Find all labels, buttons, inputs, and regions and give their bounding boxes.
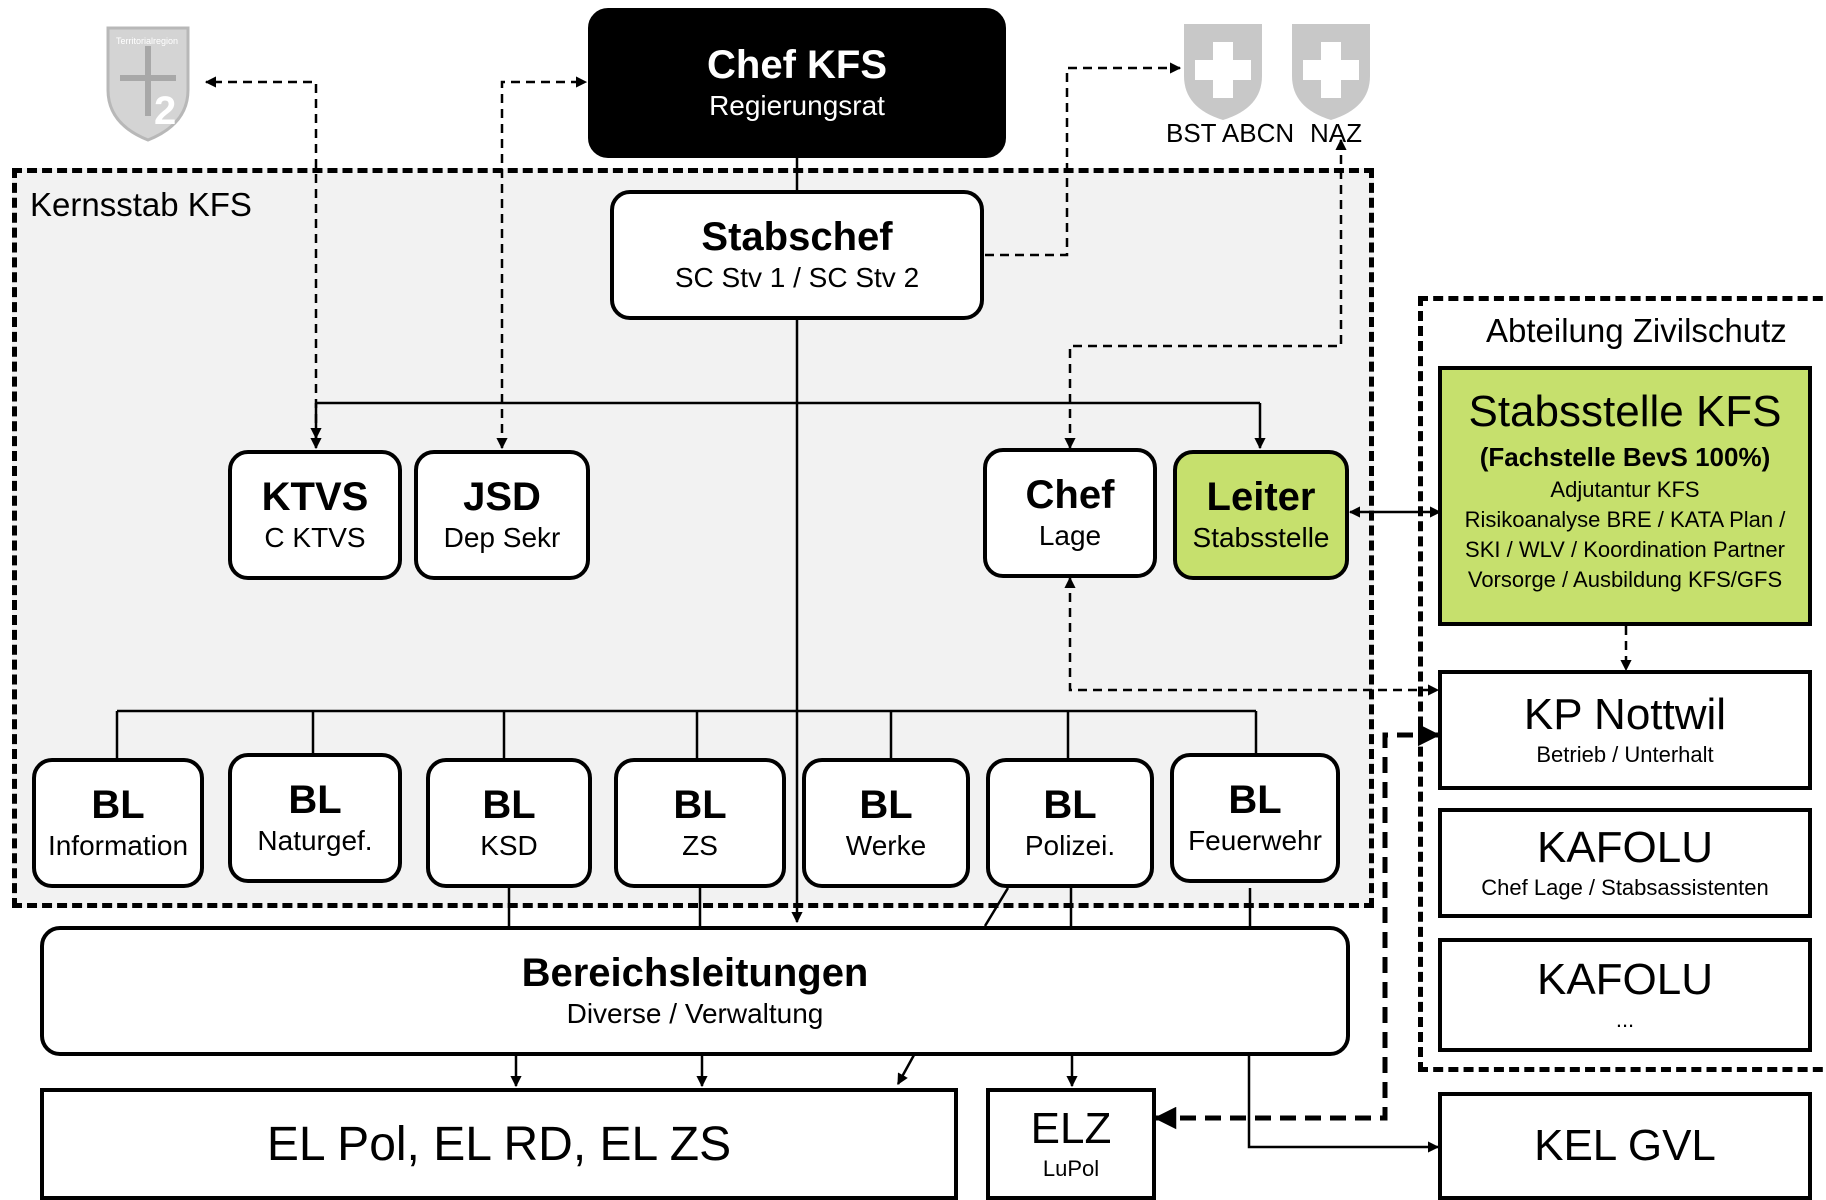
stabsstelle-bold: (Fachstelle BevS 100%) [1479,442,1771,473]
bl-title: BL [91,782,145,827]
stabschef-sub: SC Stv 1 / SC Stv 2 [674,261,920,293]
leiter-title: Leiter [1206,474,1316,519]
jsd-title: JSD [463,474,541,519]
bl-werke-box[interactable]: BL Werke [802,758,970,888]
el-pol-rd-zs-box[interactable]: EL Pol, EL RD, EL ZS [40,1088,958,1200]
bl-sub: Polizei. [1024,829,1116,861]
elz-sub: LuPol [1042,1156,1100,1182]
bereichsleitungen-title: Bereichsleitungen [521,950,869,995]
bl-title: BL [673,782,727,827]
leiter-stabsstelle-box[interactable]: Leiter Stabsstelle [1173,450,1349,580]
bl-sub: ZS [682,829,718,861]
chef-kfs-title: Chef KFS [707,42,887,87]
ktvs-sub: C KTVS [264,521,366,553]
bl-sub: KSD [480,829,538,861]
logo-text: Territorialregion [116,36,178,46]
chef-kfs-sub: Regierungsrat [709,89,885,121]
kafolu-title: KAFOLU [1536,954,1714,1004]
chef-lage-box[interactable]: Chef Lage [983,448,1157,578]
chef-kfs-box[interactable]: Chef KFS Regierungsrat [588,8,1006,158]
bl-title: BL [288,777,342,822]
stabsstelle-line: Risikoanalyse BRE / KATA Plan / [1464,507,1786,533]
kafolu-title: KAFOLU [1536,822,1714,872]
kafolu-other-box[interactable]: KAFOLU ... [1438,938,1812,1052]
ktvs-title: KTVS [261,474,369,519]
stabsstelle-line: SKI / WLV / Koordination Partner [1465,536,1785,562]
kafolu-sub: ... [1615,1007,1635,1033]
leiter-sub: Stabsstelle [1192,521,1330,553]
bl-information-box[interactable]: BL Information [32,758,204,888]
bl-title: BL [1043,782,1097,827]
ktvs-box[interactable]: KTVS C KTVS [228,450,402,580]
bereichsleitungen-sub: Diverse / Verwaltung [566,997,824,1029]
bl-naturgef-box[interactable]: BL Naturgef. [228,753,402,883]
bl-ksd-box[interactable]: BL KSD [426,758,592,888]
swiss-shield-icon [1184,24,1262,120]
stabsstelle-line: Adjutantur KFS [1550,477,1700,503]
chef-lage-sub: Lage [1038,519,1102,551]
bst-abcn-label: BST ABCN [1166,118,1295,148]
kel-title: KEL GVL [1534,1120,1716,1170]
kp-nottwil-sub: Betrieb / Unterhalt [1536,742,1714,768]
bl-feuerwehr-box[interactable]: BL Feuerwehr [1170,753,1340,883]
bl-title: BL [1228,777,1282,822]
zivilschutz-label: Abteilung Zivilschutz [1486,312,1787,349]
kp-nottwil-box[interactable]: KP Nottwil Betrieb / Unterhalt [1438,670,1812,790]
stabsstelle-line: Vorsorge / Ausbildung KFS/GFS [1467,566,1783,592]
elz-title: ELZ [1030,1103,1112,1153]
naz-label: NAZ [1310,118,1362,148]
bl-polizei-box[interactable]: BL Polizei. [986,758,1154,888]
stabschef-box[interactable]: Stabschef SC Stv 1 / SC Stv 2 [610,190,984,320]
kp-nottwil-title: KP Nottwil [1523,689,1727,739]
bereichsleitungen-box[interactable]: Bereichsleitungen Diverse / Verwaltung [40,926,1350,1056]
territorialregion-logo: 2 Territorialregion [106,26,190,142]
jsd-box[interactable]: JSD Dep Sekr [414,450,590,580]
bl-zs-box[interactable]: BL ZS [614,758,786,888]
bl-sub: Werke [845,829,927,861]
bl-title: BL [482,782,536,827]
stabsstelle-title: Stabsstelle KFS [1468,387,1782,436]
bl-sub: Information [47,829,189,861]
bl-sub: Naturgef. [257,824,373,856]
kafolu-chef-lage-box[interactable]: KAFOLU Chef Lage / Stabsassistenten [1438,808,1812,918]
stabsstelle-kfs-box[interactable]: Stabsstelle KFS (Fachstelle BevS 100%) A… [1438,366,1812,626]
stabschef-title: Stabschef [701,214,893,259]
kel-gvl-box[interactable]: KEL GVL [1438,1092,1812,1200]
kafolu-sub: Chef Lage / Stabsassistenten [1481,875,1769,901]
jsd-sub: Dep Sekr [443,521,561,553]
chef-lage-title: Chef [1025,472,1115,517]
swiss-shield-icon [1292,24,1370,120]
el-title: EL Pol, EL RD, EL ZS [266,1117,732,1171]
bl-title: BL [859,782,913,827]
bl-sub: Feuerwehr [1188,824,1322,856]
elz-box[interactable]: ELZ LuPol [986,1088,1156,1200]
logo-number: 2 [154,89,176,133]
